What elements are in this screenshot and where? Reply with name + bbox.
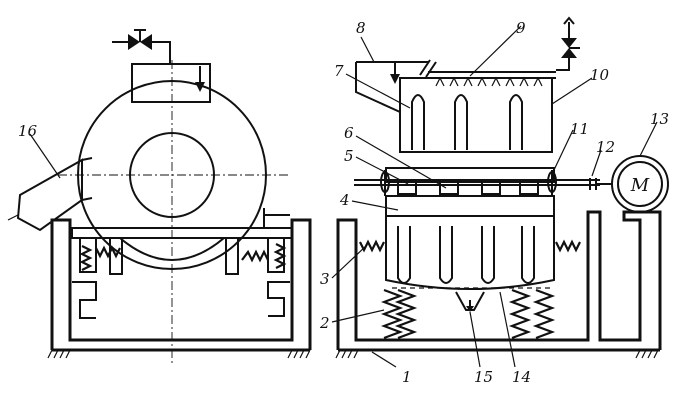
- lower-paddles: [397, 226, 535, 284]
- callout-2: 2: [319, 314, 330, 332]
- spring-assembly-left: [72, 237, 123, 319]
- right-frame: [335, 210, 662, 359]
- motor-inner: [617, 161, 663, 207]
- callout-12: 12: [596, 138, 615, 156]
- lower-casing-top: [385, 195, 555, 217]
- main-shaft: [354, 167, 600, 196]
- callout-3: 3: [320, 270, 330, 288]
- callout-10: 10: [590, 66, 610, 84]
- callout-9: 9: [516, 19, 526, 37]
- upper-paddles: [411, 94, 523, 150]
- end-view: [7, 29, 312, 365]
- callout-1: 1: [402, 368, 412, 386]
- leader-lines: [29, 25, 658, 368]
- callout-15: 15: [474, 368, 493, 386]
- callout-16: 16: [18, 122, 38, 140]
- discharge-chute: [7, 157, 93, 232]
- callout-7: 7: [334, 62, 344, 80]
- valve-left: [112, 29, 171, 64]
- valve-right: [556, 16, 580, 71]
- callout-6: 6: [344, 124, 354, 142]
- callout-13: 13: [650, 110, 669, 128]
- callouts: 1 2 3 4 5 6 7 8 9 10 11 12 13 14 15 16: [18, 19, 669, 386]
- side-view: M: [335, 16, 669, 359]
- left-frame: [47, 218, 312, 359]
- spring-assembly-right: [225, 208, 290, 317]
- callout-14: 14: [512, 368, 531, 386]
- callout-5: 5: [344, 147, 354, 165]
- lower-springs: [380, 288, 556, 340]
- motor-label: M: [630, 175, 650, 196]
- support-beam: [71, 227, 293, 239]
- callout-4: 4: [339, 191, 350, 209]
- upper-casing: [399, 77, 553, 153]
- inlet-box: [131, 63, 211, 103]
- callout-11: 11: [570, 120, 589, 138]
- callout-8: 8: [356, 19, 366, 37]
